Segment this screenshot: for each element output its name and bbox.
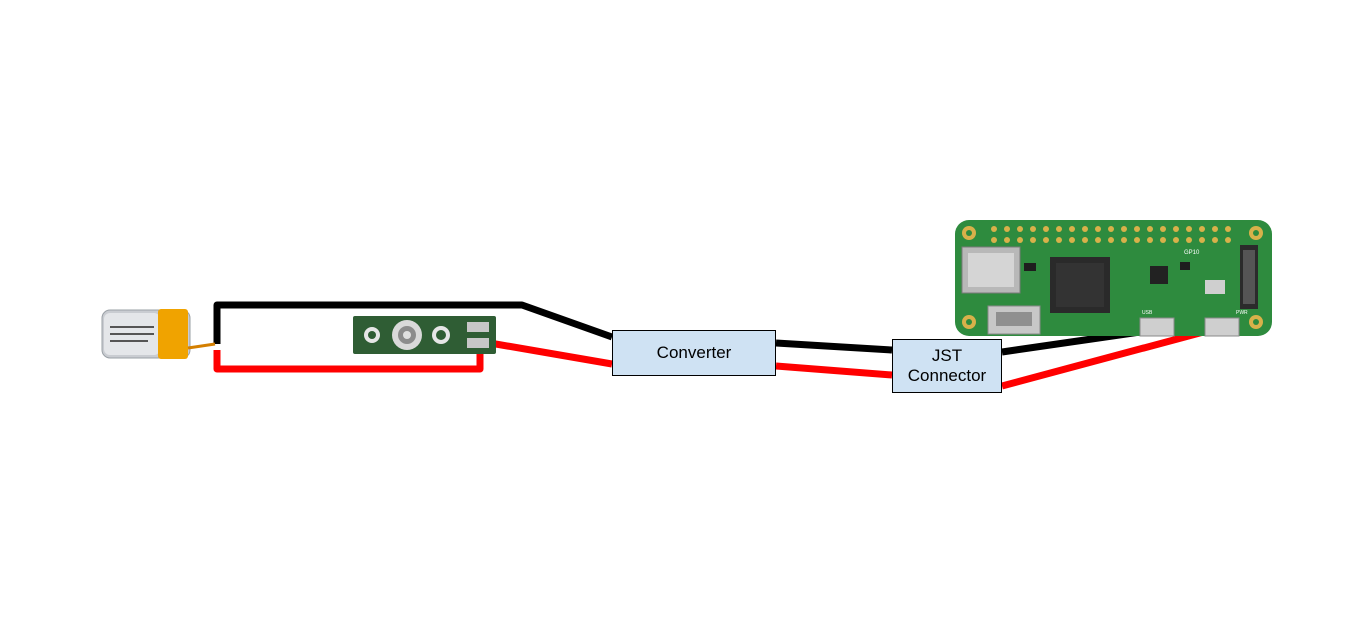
jst-connector-label: JST Connector [907,346,987,385]
converter-label: Converter [656,343,732,362]
wire-converter-to-jst-negative [775,339,893,354]
converter-box: Converter [612,330,776,376]
raspberry-pi-zero-icon: GP10 PWR USB [955,220,1272,337]
wire-switch-to-converter-positive [489,339,613,368]
switch-board-icon [353,316,496,354]
wire-battery-to-converter-negative [213,301,614,344]
pi-silkscreen-usb: USB [1142,310,1153,316]
pi-silkscreen-gp10: GP10 [1184,250,1200,256]
pi-silkscreen-pwr: PWR [1236,310,1248,316]
wire-converter-to-jst-positive [775,362,893,379]
lipo-battery-icon [101,309,216,359]
jst-connector-box: JST Connector [892,339,1002,393]
